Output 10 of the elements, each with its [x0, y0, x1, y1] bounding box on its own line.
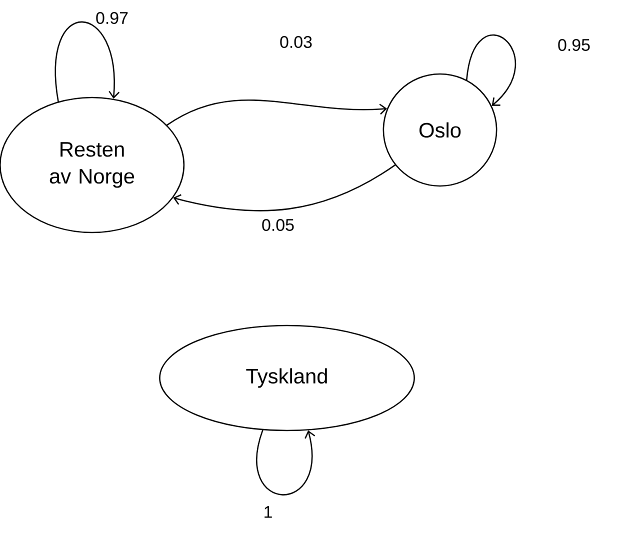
- edge-label: 0.95: [556, 38, 592, 52]
- transition-arrow: [54, 21, 120, 102]
- edge-label: 1: [262, 505, 274, 519]
- edge-label: 0.03: [278, 35, 314, 49]
- edge-label: 0.97: [94, 11, 130, 25]
- transition-arrow: [256, 430, 316, 496]
- transition-arrow: [173, 164, 396, 212]
- transition-arrow: [466, 34, 516, 106]
- transition-arrow: [166, 100, 388, 126]
- edge-label: 0.05: [260, 218, 296, 232]
